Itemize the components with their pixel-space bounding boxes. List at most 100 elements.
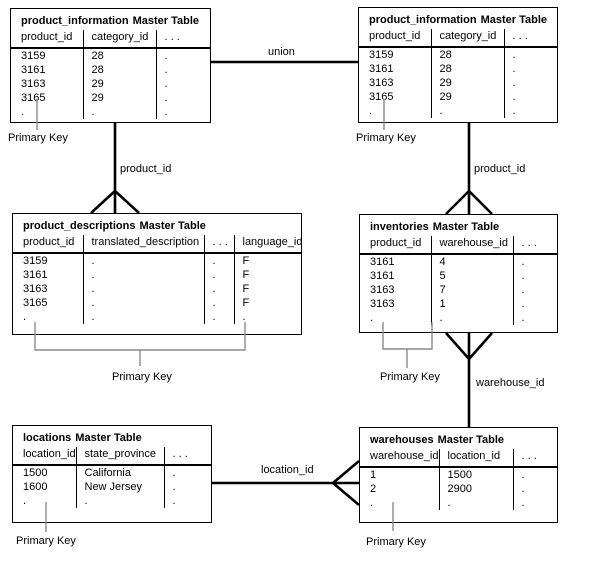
cell: . — [512, 297, 557, 311]
cell: 1 — [430, 297, 513, 311]
table-row: 3161..F — [13, 268, 301, 282]
location-id-label: location_id — [261, 464, 314, 476]
header-row: location_id state_province . . . — [13, 447, 211, 466]
cell: . — [82, 310, 204, 324]
cell: . — [75, 494, 164, 508]
table-type-label: Master Table — [139, 220, 206, 232]
table-type-label: Master Table — [480, 14, 547, 26]
cell: 3161 — [21, 64, 46, 76]
table-type-label: Master Table — [437, 434, 505, 446]
table-row: 3165..F — [13, 296, 301, 310]
cell: 28 — [430, 47, 504, 62]
cell: 3165 — [21, 92, 46, 104]
column-header: warehouse_id — [360, 449, 439, 468]
cell: . — [438, 496, 513, 510]
cell: 3159 — [23, 255, 48, 267]
column-header: category_id — [82, 30, 156, 49]
cell: . — [512, 482, 557, 496]
cell: . — [203, 253, 234, 268]
cell: . — [155, 48, 210, 63]
column-header: state_province — [75, 447, 164, 466]
column-header: location_id — [438, 449, 513, 468]
cell: 3165 — [23, 297, 48, 309]
column-header: . . . — [512, 449, 557, 468]
cell: . — [503, 76, 557, 90]
cell: 1600 — [23, 481, 48, 493]
cell: . — [503, 104, 557, 118]
cell: . — [430, 311, 513, 325]
cell: 3161 — [370, 256, 395, 268]
cell: . — [503, 62, 557, 76]
column-header: location_id — [13, 447, 76, 466]
primary-key-label: Primary Key — [16, 535, 76, 547]
cell: . — [430, 104, 504, 118]
table-type-label: Master Table — [132, 15, 199, 27]
table-name: product_information — [21, 15, 129, 27]
table-name: product_information — [369, 14, 477, 26]
column-header: language_id — [233, 235, 301, 254]
cell: . — [23, 495, 27, 507]
column-header: product_id — [13, 235, 83, 254]
cell: . — [23, 311, 27, 323]
cell: 29 — [82, 77, 156, 91]
cell: New Jersey — [75, 480, 164, 494]
cell: 3163 — [369, 77, 394, 89]
table-row: ... — [11, 105, 210, 119]
primary-key-label: Primary Key — [380, 371, 440, 383]
column-header: product_id — [360, 236, 431, 255]
cell: . — [82, 105, 156, 119]
cell: F — [233, 296, 301, 310]
cell: . — [512, 311, 557, 325]
cell: . — [203, 310, 234, 324]
product-id-label-left: product_id — [120, 163, 172, 175]
cell: F — [233, 282, 301, 296]
cell: . — [155, 91, 210, 105]
cell: California — [75, 465, 164, 480]
table-grid: location_id state_province . . . 1500 Cal… — [13, 447, 211, 508]
cell: . — [163, 494, 211, 508]
cell: 3159 — [21, 50, 46, 62]
header-row: product_id category_id . . . — [359, 29, 557, 48]
cell: 1500 — [438, 467, 513, 482]
table-row: .... — [13, 310, 301, 324]
cell: 1500 — [23, 467, 48, 479]
table-grid: product_id category_id . . . 3159 28. 316… — [359, 29, 557, 118]
cell: F — [233, 253, 301, 268]
cell: 1 — [370, 469, 377, 481]
table-type-label: Master Table — [75, 432, 142, 444]
table-row: 3159..F — [13, 253, 301, 268]
column-header: warehouse_id — [430, 236, 513, 255]
cell: . — [369, 105, 373, 117]
table-name: product_descriptions — [23, 220, 136, 232]
warehouse-id-label: warehouse_id — [476, 377, 545, 389]
cell: 29 — [430, 90, 504, 104]
cell: 3165 — [369, 91, 394, 103]
table-row: 3163..F — [13, 282, 301, 296]
product-id-label-right: product_id — [474, 163, 526, 175]
table-grid: product_id translated_description . . . … — [13, 235, 301, 324]
table-name: warehouses — [370, 434, 434, 446]
cell: . — [82, 253, 204, 268]
header-row: warehouse_id location_id . . . — [360, 449, 557, 468]
column-header: category_id — [430, 29, 504, 48]
cell: . — [21, 106, 25, 118]
cell: 3159 — [369, 49, 394, 61]
